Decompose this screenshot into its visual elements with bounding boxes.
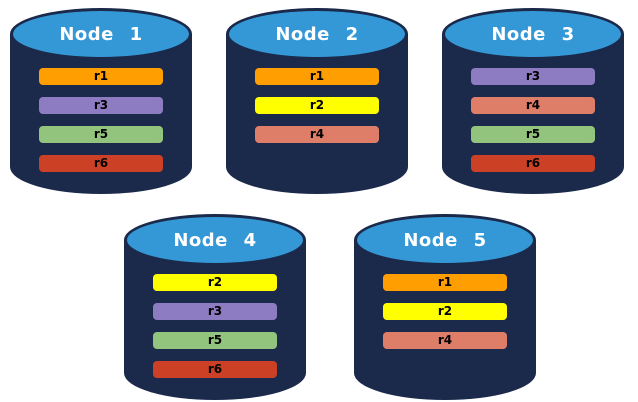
- replica-bar-r1: r1: [39, 68, 163, 85]
- node-row-bottom: Node 4 r2 r3 r5 r6 Node 5 r1 r2 r4: [124, 214, 536, 400]
- replica-list: r1 r2 r4: [383, 274, 507, 349]
- replica-list: r3 r4 r5 r6: [471, 68, 595, 172]
- node-title: Node 4: [173, 229, 257, 251]
- cylinder-body: [354, 240, 536, 400]
- cylinder-body: [226, 34, 408, 194]
- replica-bar-r2: r2: [383, 303, 507, 320]
- db-node-2: Node 2 r1 r2 r4: [226, 8, 408, 194]
- replica-bar-r4: r4: [255, 126, 379, 143]
- node-row-top: Node 1 r1 r3 r5 r6 Node 2 r1 r2 r4 Node 3 r3 r4 r5 r6: [10, 8, 624, 194]
- replica-bar-r6: r6: [153, 361, 277, 378]
- cylinder-top: Node 1: [10, 8, 192, 60]
- replica-bar-r3: r3: [153, 303, 277, 320]
- replica-bar-r5: r5: [153, 332, 277, 349]
- replica-bar-r2: r2: [153, 274, 277, 291]
- replica-bar-r5: r5: [39, 126, 163, 143]
- replica-bar-r2: r2: [255, 97, 379, 114]
- db-node-1: Node 1 r1 r3 r5 r6: [10, 8, 192, 194]
- node-title: Node 3: [491, 23, 575, 45]
- cylinder-top: Node 3: [442, 8, 624, 60]
- replica-bar-r4: r4: [471, 97, 595, 114]
- replica-bar-r3: r3: [471, 68, 595, 85]
- replica-bar-r6: r6: [39, 155, 163, 172]
- replica-list: r1 r3 r5 r6: [39, 68, 163, 172]
- node-title: Node 1: [59, 23, 143, 45]
- replica-bar-r1: r1: [255, 68, 379, 85]
- replica-list: r1 r2 r4: [255, 68, 379, 143]
- db-node-3: Node 3 r3 r4 r5 r6: [442, 8, 624, 194]
- replica-bar-r3: r3: [39, 97, 163, 114]
- replica-bar-r6: r6: [471, 155, 595, 172]
- db-node-5: Node 5 r1 r2 r4: [354, 214, 536, 400]
- cylinder-top: Node 5: [354, 214, 536, 266]
- replica-bar-r5: r5: [471, 126, 595, 143]
- node-title: Node 2: [275, 23, 359, 45]
- node-title: Node 5: [403, 229, 487, 251]
- replica-bar-r4: r4: [383, 332, 507, 349]
- replica-bar-r1: r1: [383, 274, 507, 291]
- replica-list: r2 r3 r5 r6: [153, 274, 277, 378]
- cylinder-top: Node 4: [124, 214, 306, 266]
- cylinder-top: Node 2: [226, 8, 408, 60]
- db-node-4: Node 4 r2 r3 r5 r6: [124, 214, 306, 400]
